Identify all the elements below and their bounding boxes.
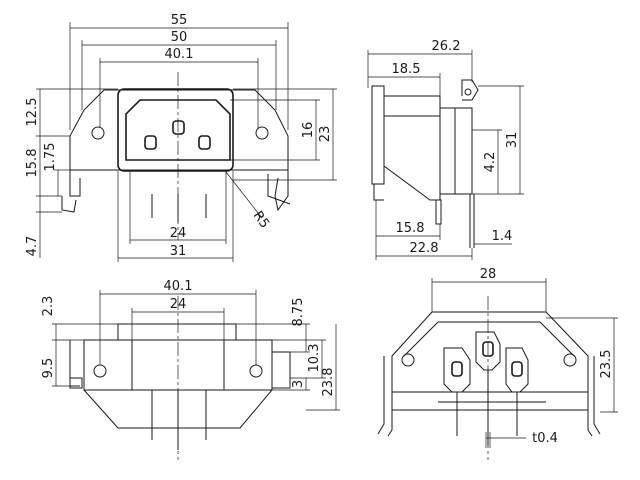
- dim-front-height-right: 23: [318, 126, 333, 143]
- rear-contact-housing-right: [505, 347, 529, 393]
- front-view: 55 50 40.1 24 31 12.5 15.8 1.75 4.7: [25, 13, 337, 262]
- dim-front-width-body: 40.1: [165, 47, 194, 62]
- dim-bottom-height-top: 2.3: [41, 296, 56, 317]
- front-flange-outline: [69, 89, 289, 171]
- rear-mount-hole-left: [401, 353, 415, 367]
- dim-side-depth-bottom: 22.8: [410, 241, 439, 256]
- rear-mount-hole-right: [563, 353, 577, 367]
- dim-front-radius: R5: [250, 209, 272, 232]
- front-contact-right: [198, 135, 211, 150]
- dim-front-height-inner: 16: [301, 122, 316, 139]
- dim-front-height-small: 1.75: [43, 143, 58, 172]
- dim-rear-thickness: t0.4: [532, 431, 558, 446]
- side-body-outline: [383, 95, 473, 201]
- bottom-mount-hole-right: [249, 364, 263, 378]
- dim-bottom-height-right-total: 23.8: [321, 368, 336, 397]
- dim-side-depth-overall: 26.2: [432, 39, 461, 54]
- front-contact-left: [144, 135, 157, 150]
- dim-bottom-width-inner: 24: [170, 297, 187, 312]
- dim-bottom-height-right-small: 3: [291, 380, 306, 388]
- dim-front-height-top: 12.5: [25, 98, 40, 127]
- rear-view: 28 23.5 t0.4: [377, 267, 618, 460]
- side-flange-plate: [371, 85, 385, 185]
- rear-contact-housing-left: [443, 347, 471, 393]
- front-mount-hole-right: [255, 126, 269, 140]
- dim-front-height-pin: 4.7: [25, 236, 40, 257]
- dim-side-depth-lower: 15.8: [396, 221, 425, 236]
- dim-side-height-overall: 31: [505, 132, 520, 149]
- dim-rear-width-pins: 28: [480, 267, 497, 282]
- side-view: 26.2 18.5 31 4.2 15.8 22.8 1.4: [367, 39, 524, 260]
- dim-rear-height-overall: 23.5: [599, 350, 614, 379]
- rear-body-outline: [391, 311, 589, 393]
- bottom-top-boss: [117, 323, 237, 341]
- bottom-view: 40.1 24 2.3 9.5 8.75 10.3 3 23.8: [41, 279, 340, 460]
- dim-bottom-width-body: 40.1: [164, 279, 193, 294]
- dim-front-width-lower: 24: [170, 226, 187, 241]
- dim-bottom-height-right-top: 8.75: [291, 298, 306, 327]
- dim-front-height-left: 15.8: [25, 149, 40, 178]
- rear-contact-housing-center: [475, 331, 501, 371]
- dim-side-pin-width: 1.4: [492, 229, 513, 244]
- dim-front-width-overall: 55: [171, 13, 188, 28]
- dim-bottom-height-left: 9.5: [41, 358, 56, 379]
- dim-front-width-bottom: 31: [170, 244, 187, 259]
- bottom-mount-hole-left: [93, 364, 107, 378]
- dim-front-width-flange: 50: [171, 30, 188, 45]
- dim-side-height-step: 4.2: [483, 152, 498, 173]
- dim-side-depth-flange: 18.5: [392, 62, 421, 77]
- front-mount-hole-left: [91, 126, 105, 140]
- front-body-outer: [117, 88, 234, 172]
- front-contact-center: [172, 120, 185, 135]
- dim-bottom-height-right-mid: 10.3: [307, 344, 322, 373]
